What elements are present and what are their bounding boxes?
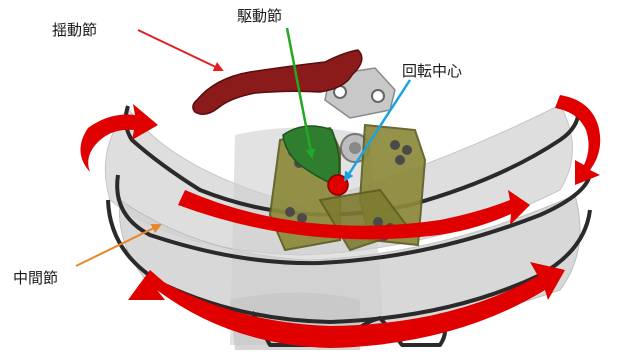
rocking-link-pointer (138, 30, 222, 70)
driving-link-label: 駆動節 (237, 9, 282, 24)
intermediate-link-label: 中間節 (13, 271, 58, 286)
rotation-center-label: 回転中心 (402, 64, 462, 79)
rocking-link-label: 揺動節 (52, 23, 97, 38)
